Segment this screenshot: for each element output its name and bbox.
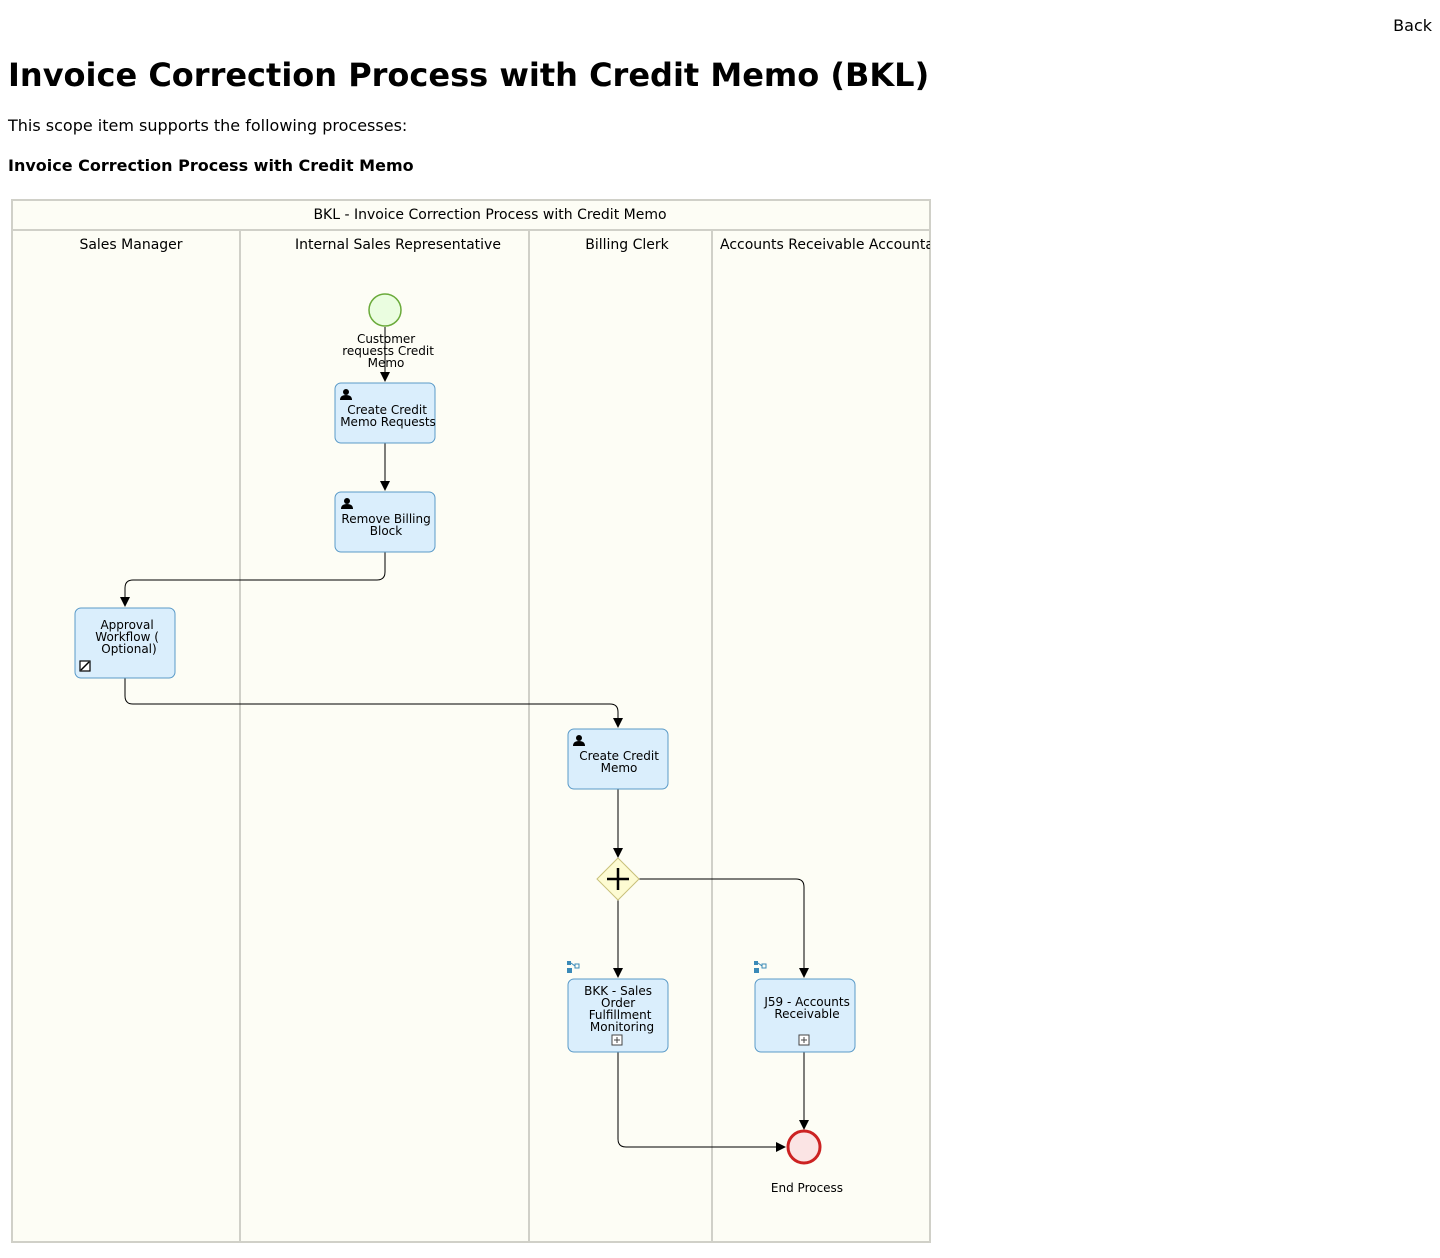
start-event-label: Customer requests Credit Memo xyxy=(342,332,438,370)
start-event[interactable] xyxy=(368,293,402,327)
end-event[interactable] xyxy=(786,1129,822,1165)
pool: BKL - Invoice Correction Process with Cr… xyxy=(11,199,931,1243)
flow-remove-block-to-approval xyxy=(120,552,386,607)
task-approval-workflow[interactable]: Approval Workflow ( Optional) xyxy=(74,607,176,679)
svg-text:Create Credit Memo Reque: Create Credit Memo Requests xyxy=(340,403,436,429)
expand-icon[interactable] xyxy=(611,1034,623,1046)
svg-text:Create Credit Memo: Create Credit Memo xyxy=(579,749,663,775)
expand-icon[interactable] xyxy=(798,1034,810,1046)
sequence-flows xyxy=(120,327,809,1152)
user-task-icon xyxy=(341,498,353,509)
svg-text:Remove Billing Block: Remove Billing Block xyxy=(341,512,434,538)
back-link[interactable]: Back xyxy=(1393,16,1432,35)
svg-text:J59 - Accounts Receivabl: J59 - Accounts Receivable xyxy=(763,995,853,1021)
intro-text: This scope item supports the following p… xyxy=(8,116,408,135)
svg-text:Approval Workflow (: Approval Workflow ( Optional) xyxy=(95,618,162,656)
process-heading: Invoice Correction Process with Credit M… xyxy=(8,156,414,175)
flow-approval-to-create-memo xyxy=(124,678,623,728)
task-create-credit-memo-requests[interactable]: Create Credit Memo Requests xyxy=(334,382,436,444)
flow-gateway-to-j59 xyxy=(639,878,809,978)
lane-title-billing-clerk: Billing Clerk xyxy=(585,237,669,253)
linked-process-icon xyxy=(567,961,580,973)
manual-step-icon xyxy=(79,660,91,672)
user-task-icon xyxy=(340,389,352,400)
lane-title-internal-sales-rep: Internal Sales Representative xyxy=(295,237,501,253)
user-task-icon xyxy=(573,735,585,746)
end-event-label: End Process xyxy=(771,1181,843,1195)
pool-title: BKL - Invoice Correction Process with Cr… xyxy=(313,207,666,223)
svg-text:BKK - Sales Order: BKK - Sales Order Fulfillment Monitoring xyxy=(584,984,656,1034)
task-create-credit-memo[interactable]: Create Credit Memo xyxy=(567,728,669,790)
linked-process-icon xyxy=(754,961,767,973)
flow-bkk-to-end xyxy=(617,1052,786,1152)
parallel-gateway[interactable] xyxy=(596,857,640,901)
lane-title-sales-manager: Sales Manager xyxy=(79,237,182,253)
subprocess-bkk-sales-order-fulfillment[interactable]: BKK - Sales Order Fulfillment Monitoring xyxy=(567,961,669,1053)
page-title: Invoice Correction Process with Credit M… xyxy=(8,56,930,94)
lane-title-accounts-receivable: Accounts Receivable Accounta xyxy=(720,237,934,253)
task-remove-billing-block[interactable]: Remove Billing Block xyxy=(334,491,436,553)
subprocess-j59-accounts-receivable[interactable]: J59 - Accounts Receivable xyxy=(754,961,856,1053)
lane-separators xyxy=(239,230,713,1242)
